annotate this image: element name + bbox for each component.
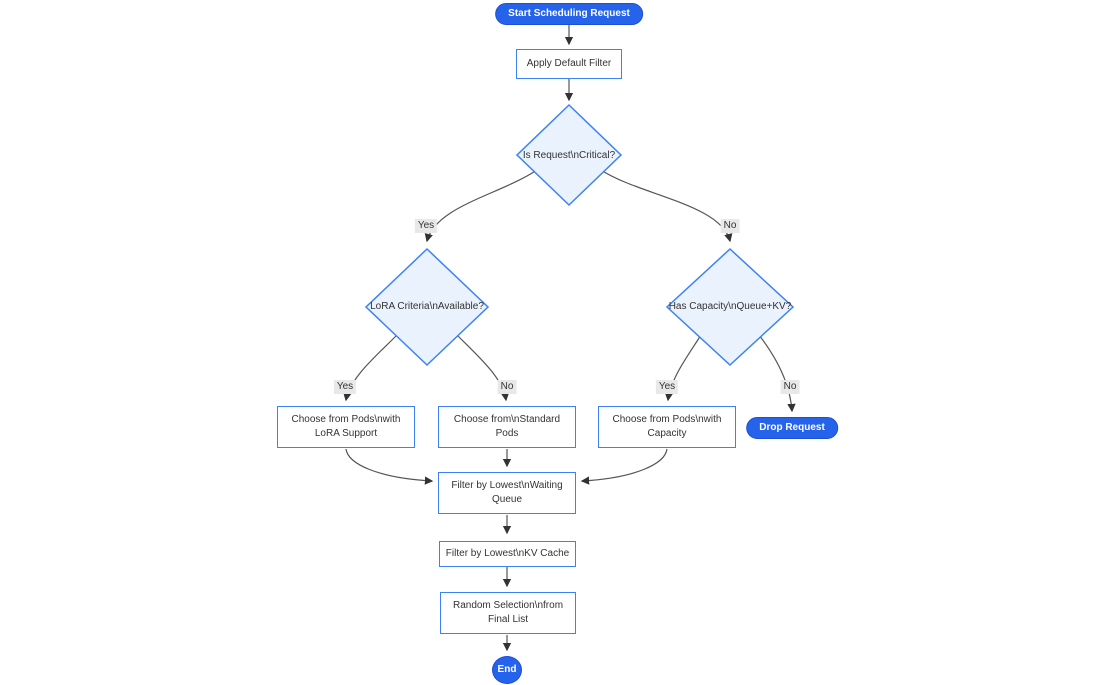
node-choose-lora-pods: Choose from Pods\nwith LoRA Support [277, 406, 415, 448]
node-random-selection: Random Selection\nfrom Final List [440, 592, 576, 634]
edge-lora-pods-to-filter [345, 448, 434, 485]
edge-label-lora-yes: Yes [333, 380, 357, 394]
decision-lora-criteria-shape [364, 247, 490, 367]
edge-label-capacity-yes: Yes [655, 380, 679, 394]
node-lora-criteria-label: LoRA Criteria\nAvailable? [370, 301, 484, 312]
node-has-capacity-label: Has Capacity\nQueue+KV? [668, 301, 792, 312]
node-start: Start Scheduling Request [495, 3, 643, 25]
edge-critical-yes [424, 169, 538, 243]
edge-label-critical-yes: Yes [414, 219, 438, 233]
edge-critical-no [600, 169, 733, 243]
edge-label-capacity-no: No [780, 380, 800, 394]
edge-capacity-no [758, 334, 796, 413]
node-choose-standard-pods: Choose from\nStandard Pods [438, 406, 576, 448]
decision-is-critical-shape [515, 103, 623, 207]
edge-label-lora-no: No [497, 380, 517, 394]
node-filter-waiting-queue: Filter by Lowest\nWaiting Queue [438, 472, 576, 514]
node-choose-capacity-pods: Choose from Pods\nwith Capacity [598, 406, 736, 448]
edge-label-critical-no: No [720, 219, 740, 233]
node-filter-kv-cache: Filter by Lowest\nKV Cache [439, 541, 576, 567]
decision-has-capacity-shape [665, 247, 795, 367]
node-apply-default-filter: Apply Default Filter [516, 49, 622, 79]
node-drop-request: Drop Request [746, 417, 838, 439]
edge-capacity-pods-to-filter [580, 448, 668, 485]
node-end: End [492, 656, 522, 684]
node-is-critical-label: Is Request\nCritical? [522, 150, 616, 161]
